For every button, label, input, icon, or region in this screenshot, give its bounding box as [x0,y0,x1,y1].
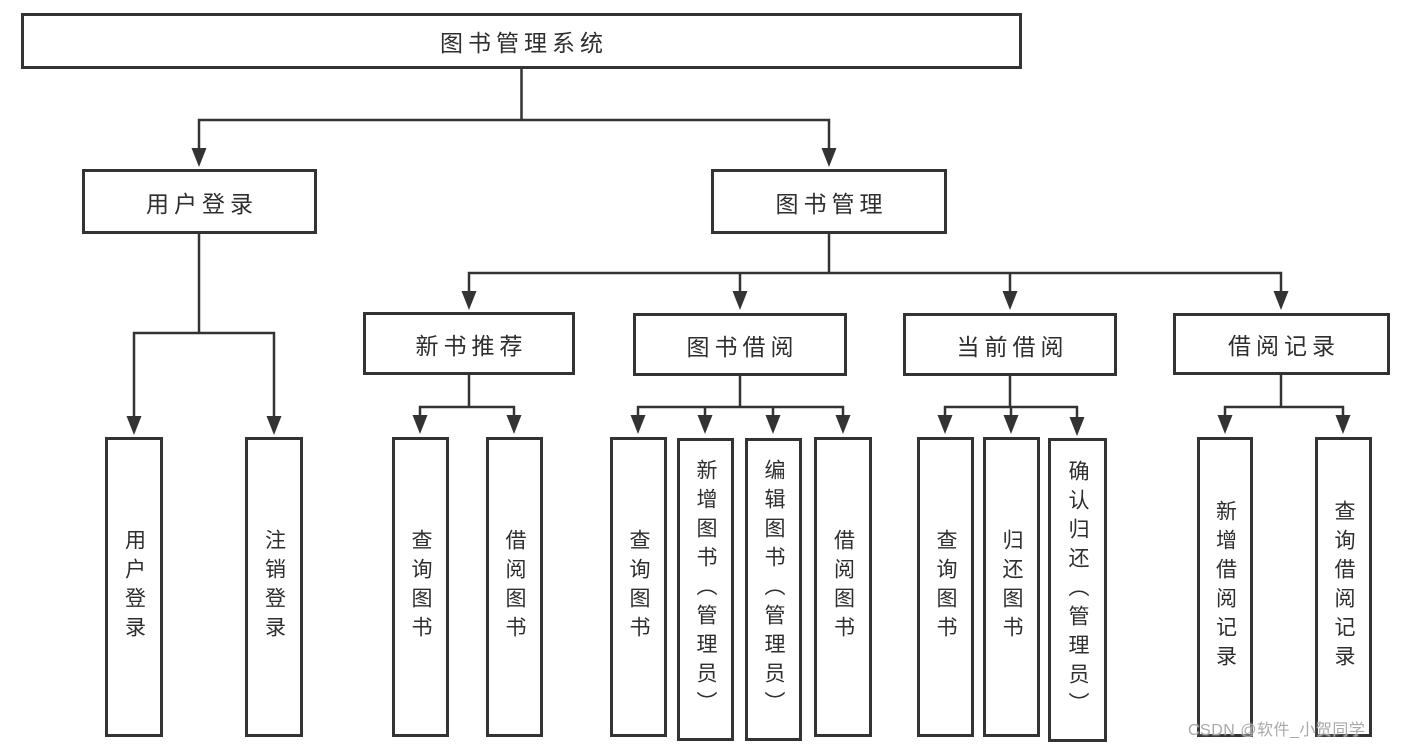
node-label: 借阅图书 [503,529,526,645]
leaf-return-books: 归还图书 [983,437,1040,737]
node-label: 新书推荐 [415,332,528,359]
node-label: 用户登录 [122,529,146,645]
node-label: 归还图书 [1000,529,1023,645]
node-label: 新增图书（管理员） [694,459,717,720]
leaf-logout: 注销登录 [245,437,303,737]
node-label: 查询借阅记录 [1332,500,1355,674]
node-label: 查询图书 [934,529,957,645]
leaf-edit-book-admin: 编辑图书（管理员） [745,438,802,741]
leaf-query-books-borrowing: 查询图书 [610,437,667,737]
arrowheads [126,148,1351,436]
node-label: 当前借阅 [956,333,1069,360]
node-library-management-system: 图书管理系统 [21,13,1022,69]
node-label: 新增借阅记录 [1213,500,1237,674]
leaf-borrow-books-recommend: 借阅图书 [486,437,543,737]
leaf-query-borrow-record: 查询借阅记录 [1315,437,1372,737]
node-new-book-recommend: 新书推荐 [363,312,575,375]
leaf-borrow-books-borrowing: 借阅图书 [814,437,872,737]
node-label: 注销登录 [262,529,286,645]
node-book-management: 图书管理 [711,169,947,234]
node-label: 图书借阅 [686,333,799,360]
node-borrowing-records: 借阅记录 [1173,313,1390,375]
node-label: 借阅图书 [831,529,855,645]
node-label: 查询图书 [409,529,432,645]
leaf-confirm-return-admin: 确认归还（管理员） [1048,438,1107,742]
node-label: 用户登录 [146,190,258,217]
node-user-login-group: 用户登录 [82,169,317,234]
node-current-borrowing: 当前借阅 [903,313,1117,376]
node-label: 编辑图书（管理员） [762,459,785,720]
leaf-query-books-current: 查询图书 [917,437,974,737]
node-label: 图书管理系统 [440,30,608,56]
node-book-borrowing: 图书借阅 [633,313,847,376]
node-label: 确认归还（管理员） [1066,459,1089,721]
leaf-add-book-admin: 新增图书（管理员） [677,438,734,741]
node-label: 图书管理 [775,190,888,217]
leaf-user-login: 用户登录 [105,437,163,737]
leaf-query-books-recommend: 查询图书 [392,437,449,737]
node-label: 借阅记录 [1228,333,1340,359]
watermark: CSDN @软件_小贺同学 [1188,722,1366,739]
node-label: 查询图书 [627,529,650,645]
leaf-add-borrow-record: 新增借阅记录 [1197,437,1253,737]
